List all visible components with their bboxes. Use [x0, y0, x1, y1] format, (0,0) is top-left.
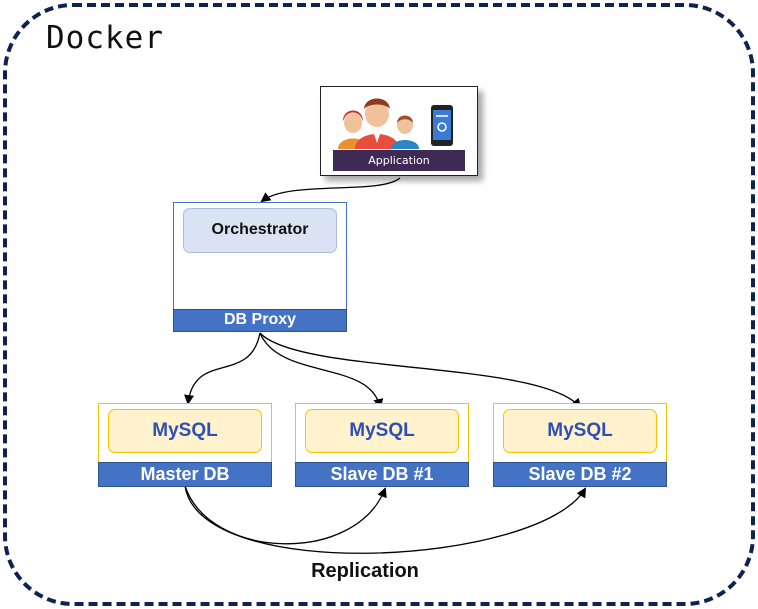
- arrow-proxy-to-master: [184, 332, 261, 405]
- slave-db-2-label: Slave DB #2: [493, 462, 667, 487]
- arrow-proxy-to-slave1: [259, 332, 384, 409]
- application-label: Application: [333, 150, 465, 171]
- arrow-master-to-slave1: [184, 485, 387, 545]
- arrow-application-to-proxy: [260, 177, 401, 203]
- application-card: Application: [320, 86, 478, 176]
- slave-2-mysql-component: MySQL: [503, 409, 657, 453]
- slave-db-1-label: Slave DB #1: [295, 462, 469, 487]
- docker-title: Docker: [46, 20, 164, 56]
- master-mysql-component: MySQL: [108, 409, 262, 453]
- slave-1-mysql-component: MySQL: [305, 409, 459, 453]
- db-proxy-label: DB Proxy: [173, 309, 347, 332]
- replication-label: Replication: [311, 560, 419, 582]
- orchestrator-component: Orchestrator: [183, 208, 337, 253]
- users-and-phone-icon: [338, 98, 453, 149]
- master-db-label: Master DB: [98, 462, 272, 487]
- arrow-proxy-to-slave2: [259, 332, 582, 409]
- arrow-master-to-slave2: [184, 485, 587, 554]
